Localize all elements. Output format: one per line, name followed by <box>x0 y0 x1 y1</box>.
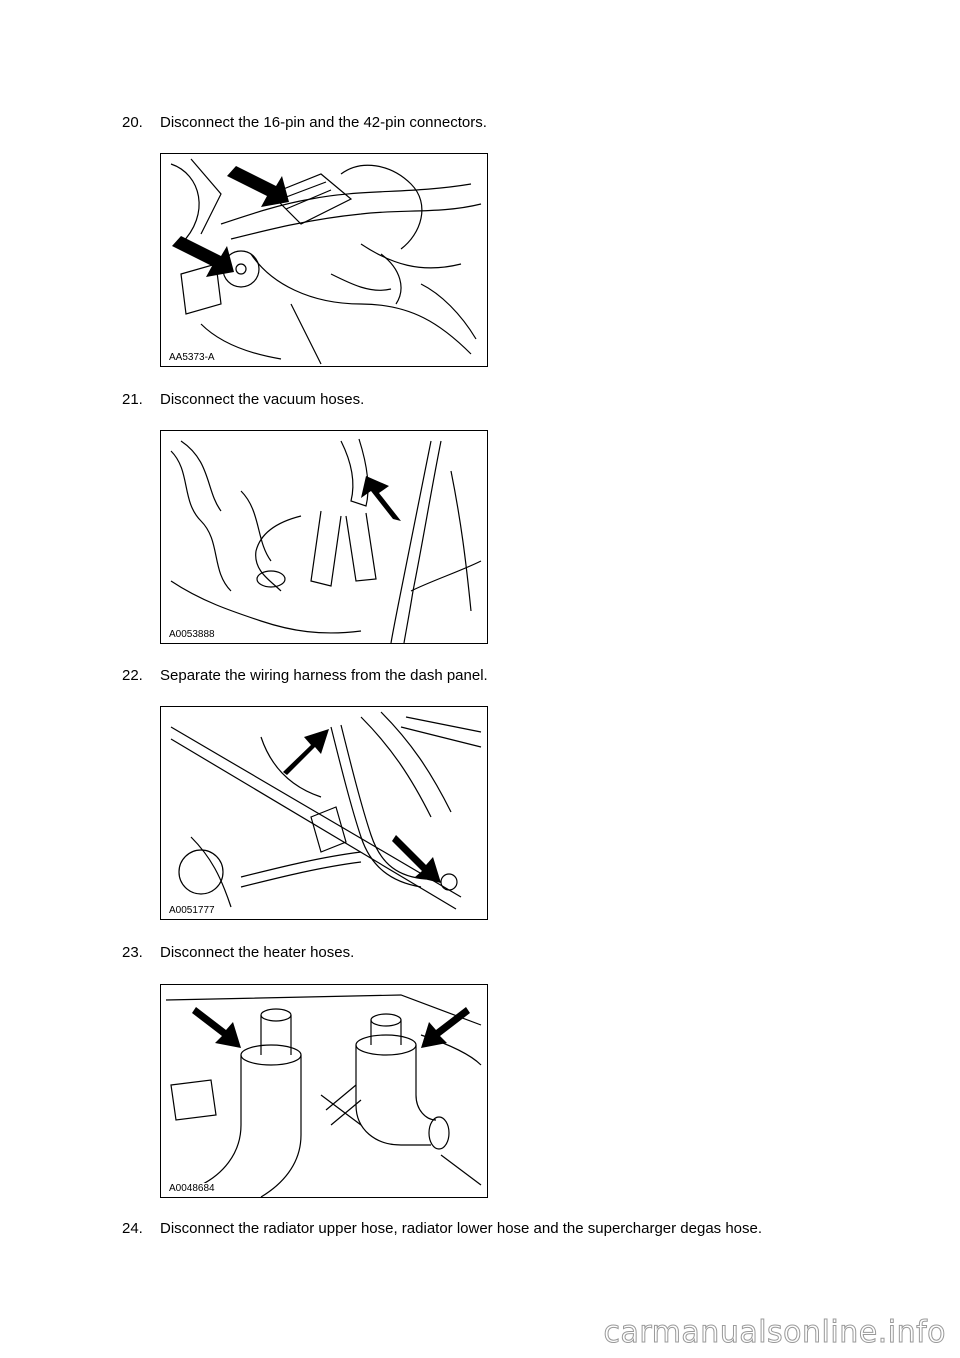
step-text: Disconnect the heater hoses. <box>160 944 355 961</box>
figure-vacuum-hoses: A0053888 <box>160 430 488 644</box>
step-text: Disconnect the vacuum hoses. <box>160 391 365 408</box>
step-number: 24. <box>122 1220 143 1237</box>
figure-label: A0048684 <box>167 1183 217 1194</box>
step-number: 21. <box>122 391 143 408</box>
step-number: 20. <box>122 114 143 131</box>
figure-connectors: AA5373-A <box>160 153 488 367</box>
heater-hoses-illustration <box>165 994 482 1197</box>
step-24: 24. Disconnect the radiator upper hose, r… <box>122 1220 762 1238</box>
figure-heater-hoses: A0048684 <box>160 984 488 1198</box>
figure-wiring-harness: A0051777 <box>160 706 488 920</box>
figure-label: A0053888 <box>167 629 217 640</box>
step-text: Disconnect the 16-pin and the 42-pin con… <box>160 114 487 131</box>
step-20: 20. Disconnect the 16-pin and the 42-pin … <box>122 114 487 132</box>
step-text: Separate the wiring harness from the das… <box>160 667 488 684</box>
watermark: carmanualsonline.info <box>603 1315 946 1351</box>
figure-label: AA5373-A <box>167 352 217 363</box>
step-22: 22. Separate the wiring harness from the … <box>122 667 488 685</box>
step-21: 21. Disconnect the vacuum hoses. <box>122 391 364 409</box>
step-number: 22. <box>122 667 143 684</box>
wiring-harness-illustration <box>170 711 482 910</box>
figure-label: A0051777 <box>167 905 217 916</box>
step-number: 23. <box>122 944 143 961</box>
connectors-illustration <box>170 158 482 365</box>
vacuum-hoses-illustration <box>170 438 482 643</box>
step-text: Disconnect the radiator upper hose, radi… <box>160 1220 763 1237</box>
step-23: 23. Disconnect the heater hoses. <box>122 944 354 962</box>
